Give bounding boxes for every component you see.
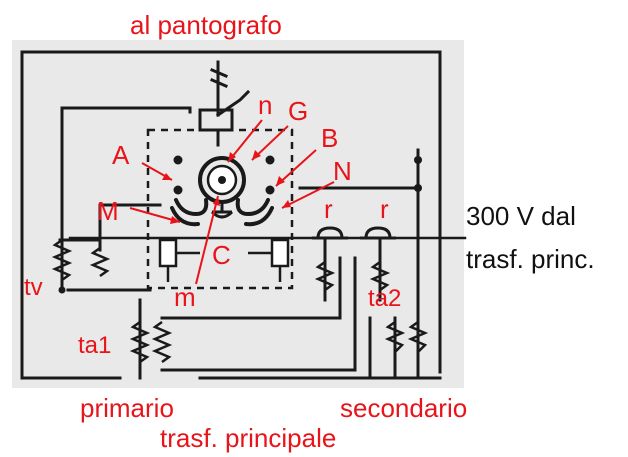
pointer-arrows [129,119,335,285]
label-300v: 300 V dal [466,201,576,231]
label-N: N [333,156,352,186]
label-C: C [212,240,231,270]
coils [51,238,429,364]
label-r-left: r [324,194,333,224]
dashed-enclosure [146,128,294,290]
label-tv: tv [24,274,43,301]
label-n: n [258,90,273,120]
label-A: A [112,140,130,170]
arrow-n [227,119,263,163]
label-ta1: ta1 [78,332,112,359]
curved-arms [170,198,274,227]
contact-terminals [58,155,422,294]
label-trasf-principale: trasf. principale [160,423,337,453]
contact-blocks [158,238,290,282]
rotary-contact [198,156,246,219]
label-G: G [288,96,309,126]
arrow-m [195,195,219,285]
label-ta2: ta2 [368,285,402,312]
label-al-pantografo: al pantografo [130,10,282,40]
label-secondario: secondario [340,393,468,423]
label-primario: primario [80,393,174,423]
label-B: B [321,123,339,153]
label-r-right: r [380,194,389,224]
arrow-N [281,181,335,209]
label-trasf-princ: trasf. princ. [466,244,595,274]
label-m: m [174,282,196,312]
scan-background [12,40,464,388]
label-M: M [97,196,119,226]
resistors-r [312,226,396,258]
